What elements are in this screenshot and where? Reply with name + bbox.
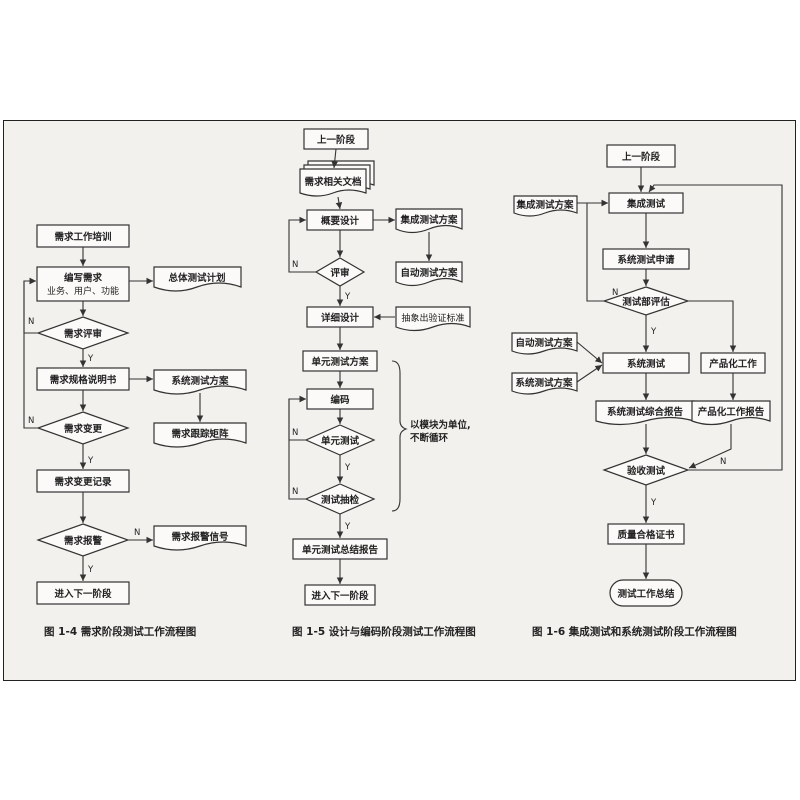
no-label: N	[292, 487, 298, 497]
unit-report-label: 单元测试总结报告	[302, 544, 379, 556]
caption-1-4: 图 1-4 需求阶段测试工作流程图	[44, 625, 196, 638]
unit-test-label: 单元测试	[321, 435, 360, 447]
auto-test-plan-doc	[395, 261, 463, 287]
change-log-label: 需求变更记录	[54, 476, 112, 488]
trace-matrix-doc	[153, 422, 247, 448]
test-summary-label: 测试工作总结	[617, 588, 675, 600]
int-test-plan-label: 集成测试方案	[515, 199, 574, 211]
figure-1-5: 上一阶段 需求相关文档 概要设计 评审 详细设计 单元测试方案 编码 单元测试 …	[288, 128, 476, 638]
no-label: N	[28, 317, 34, 327]
acceptance-label: 验收测试	[627, 465, 666, 477]
abstract-criteria-label: 抽象出验证标准	[401, 312, 464, 324]
yes-label: Y	[87, 456, 94, 466]
write-req-box	[36, 266, 130, 302]
abstract-criteria-doc	[395, 306, 471, 332]
loop-note-line-1: 以模块为单位,	[410, 419, 471, 431]
auto-test-plan-label: 自动测试方案	[515, 337, 573, 349]
dept-eval-label: 测试部评估	[622, 296, 670, 308]
no-label: N	[720, 457, 726, 467]
figure-frame: 需求工作培训 编写需求 业务、用户、功能 需求评审 需求规格说明书 需求变更 需…	[3, 120, 796, 681]
req-alarm-label: 需求报警	[64, 535, 103, 547]
int-test-plan-label: 集成测试方案	[399, 214, 458, 226]
product-report-doc	[691, 400, 771, 426]
yes-label: Y	[344, 522, 351, 532]
next-stage-box	[36, 581, 130, 605]
test-summary-terminator	[609, 579, 683, 607]
auto-test-plan-doc	[511, 332, 578, 355]
req-docs-label: 需求相关文档	[304, 176, 362, 188]
detail-design-label: 详细设计	[321, 312, 360, 324]
sys-report-doc	[595, 400, 695, 426]
loop-note-line-2: 不断循环	[410, 432, 449, 444]
next-stage-label: 进入下一阶段	[54, 588, 112, 600]
yes-label: Y	[344, 292, 351, 302]
int-test-label: 集成测试	[626, 198, 666, 210]
figure-1-6: 上一阶段 集成测试方案 集成测试 系统测试申请 测试部评估 自动测试方案 系统测…	[511, 144, 783, 638]
quality-cert-label: 质量合格证书	[617, 529, 675, 541]
req-change-label: 需求变更	[64, 423, 103, 435]
loop-brace	[391, 360, 408, 512]
yes-label: Y	[87, 565, 94, 575]
no-label: N	[28, 416, 34, 426]
trace-matrix-label: 需求跟踪矩阵	[171, 428, 229, 440]
next-stage-box	[304, 584, 376, 606]
productize-label: 产品化工作	[709, 358, 757, 370]
yes-label: Y	[344, 463, 351, 473]
review-label: 评审	[330, 267, 349, 279]
sys-test-plan-label: 系统测试方案	[171, 375, 229, 387]
product-report-label: 产品化工作报告	[698, 406, 765, 418]
write-req-sublabel: 业务、用户、功能	[47, 285, 119, 297]
sys-test-plan-label: 系统测试方案	[515, 377, 573, 389]
int-test-plan-doc	[513, 195, 578, 217]
training-label: 需求工作培训	[54, 231, 111, 243]
int-test-plan-doc	[395, 208, 463, 234]
sys-report-label: 系统测试综合报告	[607, 406, 684, 418]
alarm-signal-doc	[153, 525, 247, 551]
sys-test-plan-doc	[153, 369, 247, 395]
no-label: N	[612, 288, 618, 298]
coding-label: 编码	[330, 394, 350, 406]
yes-label: Y	[650, 498, 657, 508]
no-label: N	[292, 428, 298, 438]
overall-plan-doc	[153, 266, 242, 292]
prev-stage-label: 上一阶段	[317, 134, 356, 146]
prev-stage-label: 上一阶段	[622, 151, 661, 163]
next-stage-label: 进入下一阶段	[311, 590, 369, 602]
req-docs-doc	[299, 168, 367, 197]
overall-plan-label: 总体测试计划	[168, 272, 225, 284]
sys-test-plan-doc	[511, 372, 578, 395]
test-check-label: 测试抽检	[321, 494, 360, 506]
req-review-label: 需求评审	[64, 328, 102, 340]
no-label: N	[134, 528, 140, 538]
alarm-signal-label: 需求报警信号	[171, 531, 229, 543]
caption-1-6: 图 1-6 集成测试和系统测试阶段工作流程图	[532, 625, 737, 638]
yes-label: Y	[87, 354, 94, 364]
flowchart-figures: 需求工作培训 编写需求 业务、用户、功能 需求评审 需求规格说明书 需求变更 需…	[23, 128, 783, 638]
caption-1-5: 图 1-5 设计与编码阶段测试工作流程图	[292, 625, 476, 638]
outline-design-label: 概要设计	[321, 215, 360, 227]
sys-test-label: 系统测试	[627, 358, 666, 370]
unit-test-plan-label: 单元测试方案	[311, 356, 369, 368]
req-spec-label: 需求规格说明书	[50, 374, 117, 386]
figure-1-4: 需求工作培训 编写需求 业务、用户、功能 需求评审 需求规格说明书 需求变更 需…	[23, 224, 247, 638]
no-label: N	[292, 260, 298, 270]
sys-test-apply-label: 系统测试申请	[617, 254, 675, 266]
auto-test-plan-label: 自动测试方案	[400, 267, 458, 279]
yes-label: Y	[650, 327, 657, 337]
write-req-label: 编写需求	[64, 272, 103, 284]
